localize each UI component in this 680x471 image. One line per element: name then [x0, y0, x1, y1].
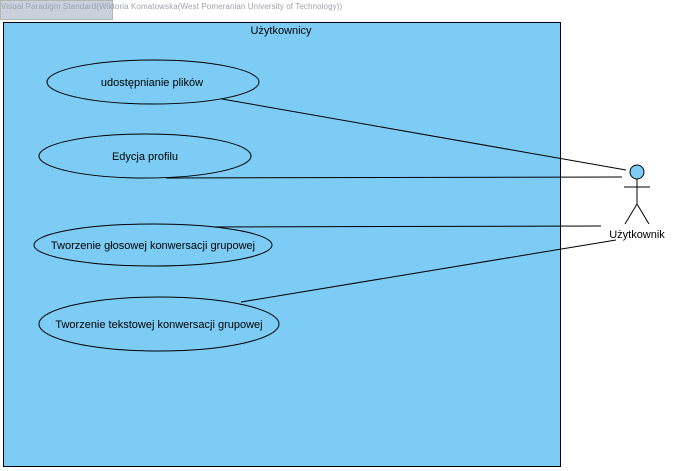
- association-edycja[interactable]: [165, 176, 623, 179]
- association-glosowa[interactable]: [195, 225, 602, 228]
- actor-right-leg: [636, 203, 650, 225]
- use-case-label: Tworzenie tekstowej konwersacji grupowej: [55, 319, 262, 331]
- watermark-text: Visual Paradigm Standard(Wiktoria Komato…: [1, 2, 343, 11]
- actor-head-icon: [629, 164, 645, 180]
- use-case-ellipse: [38, 296, 280, 352]
- use-case-ellipse: [46, 59, 260, 105]
- actor-uzytkownik[interactable]: Użytkownik: [609, 164, 665, 241]
- use-case-label: Edycja profilu: [112, 151, 178, 163]
- use-case-udostepnianie[interactable]: udostępnianie plików: [46, 59, 260, 105]
- watermark-tab: [0, 0, 113, 20]
- association-udostepnianie[interactable]: [221, 98, 627, 171]
- system-title: Użytkownicy: [250, 25, 312, 37]
- use-case-glosowa-konwersacja[interactable]: Tworzenie głosowej konwersacji grupowej: [33, 223, 273, 267]
- actor-name: Użytkownik: [609, 229, 665, 241]
- use-case-edycja-profilu[interactable]: Edycja profilu: [38, 133, 252, 179]
- use-case-label: Tworzenie głosowej konwersacji grupowej: [51, 240, 255, 252]
- use-case-label: udostępnianie plików: [101, 77, 203, 89]
- actor-left-leg: [624, 203, 638, 225]
- association-tekstowa[interactable]: [240, 239, 617, 303]
- use-case-tekstowa-konwersacja[interactable]: Tworzenie tekstowej konwersacji grupowej: [38, 296, 280, 352]
- use-case-ellipse: [38, 133, 252, 179]
- use-case-ellipse: [33, 223, 273, 267]
